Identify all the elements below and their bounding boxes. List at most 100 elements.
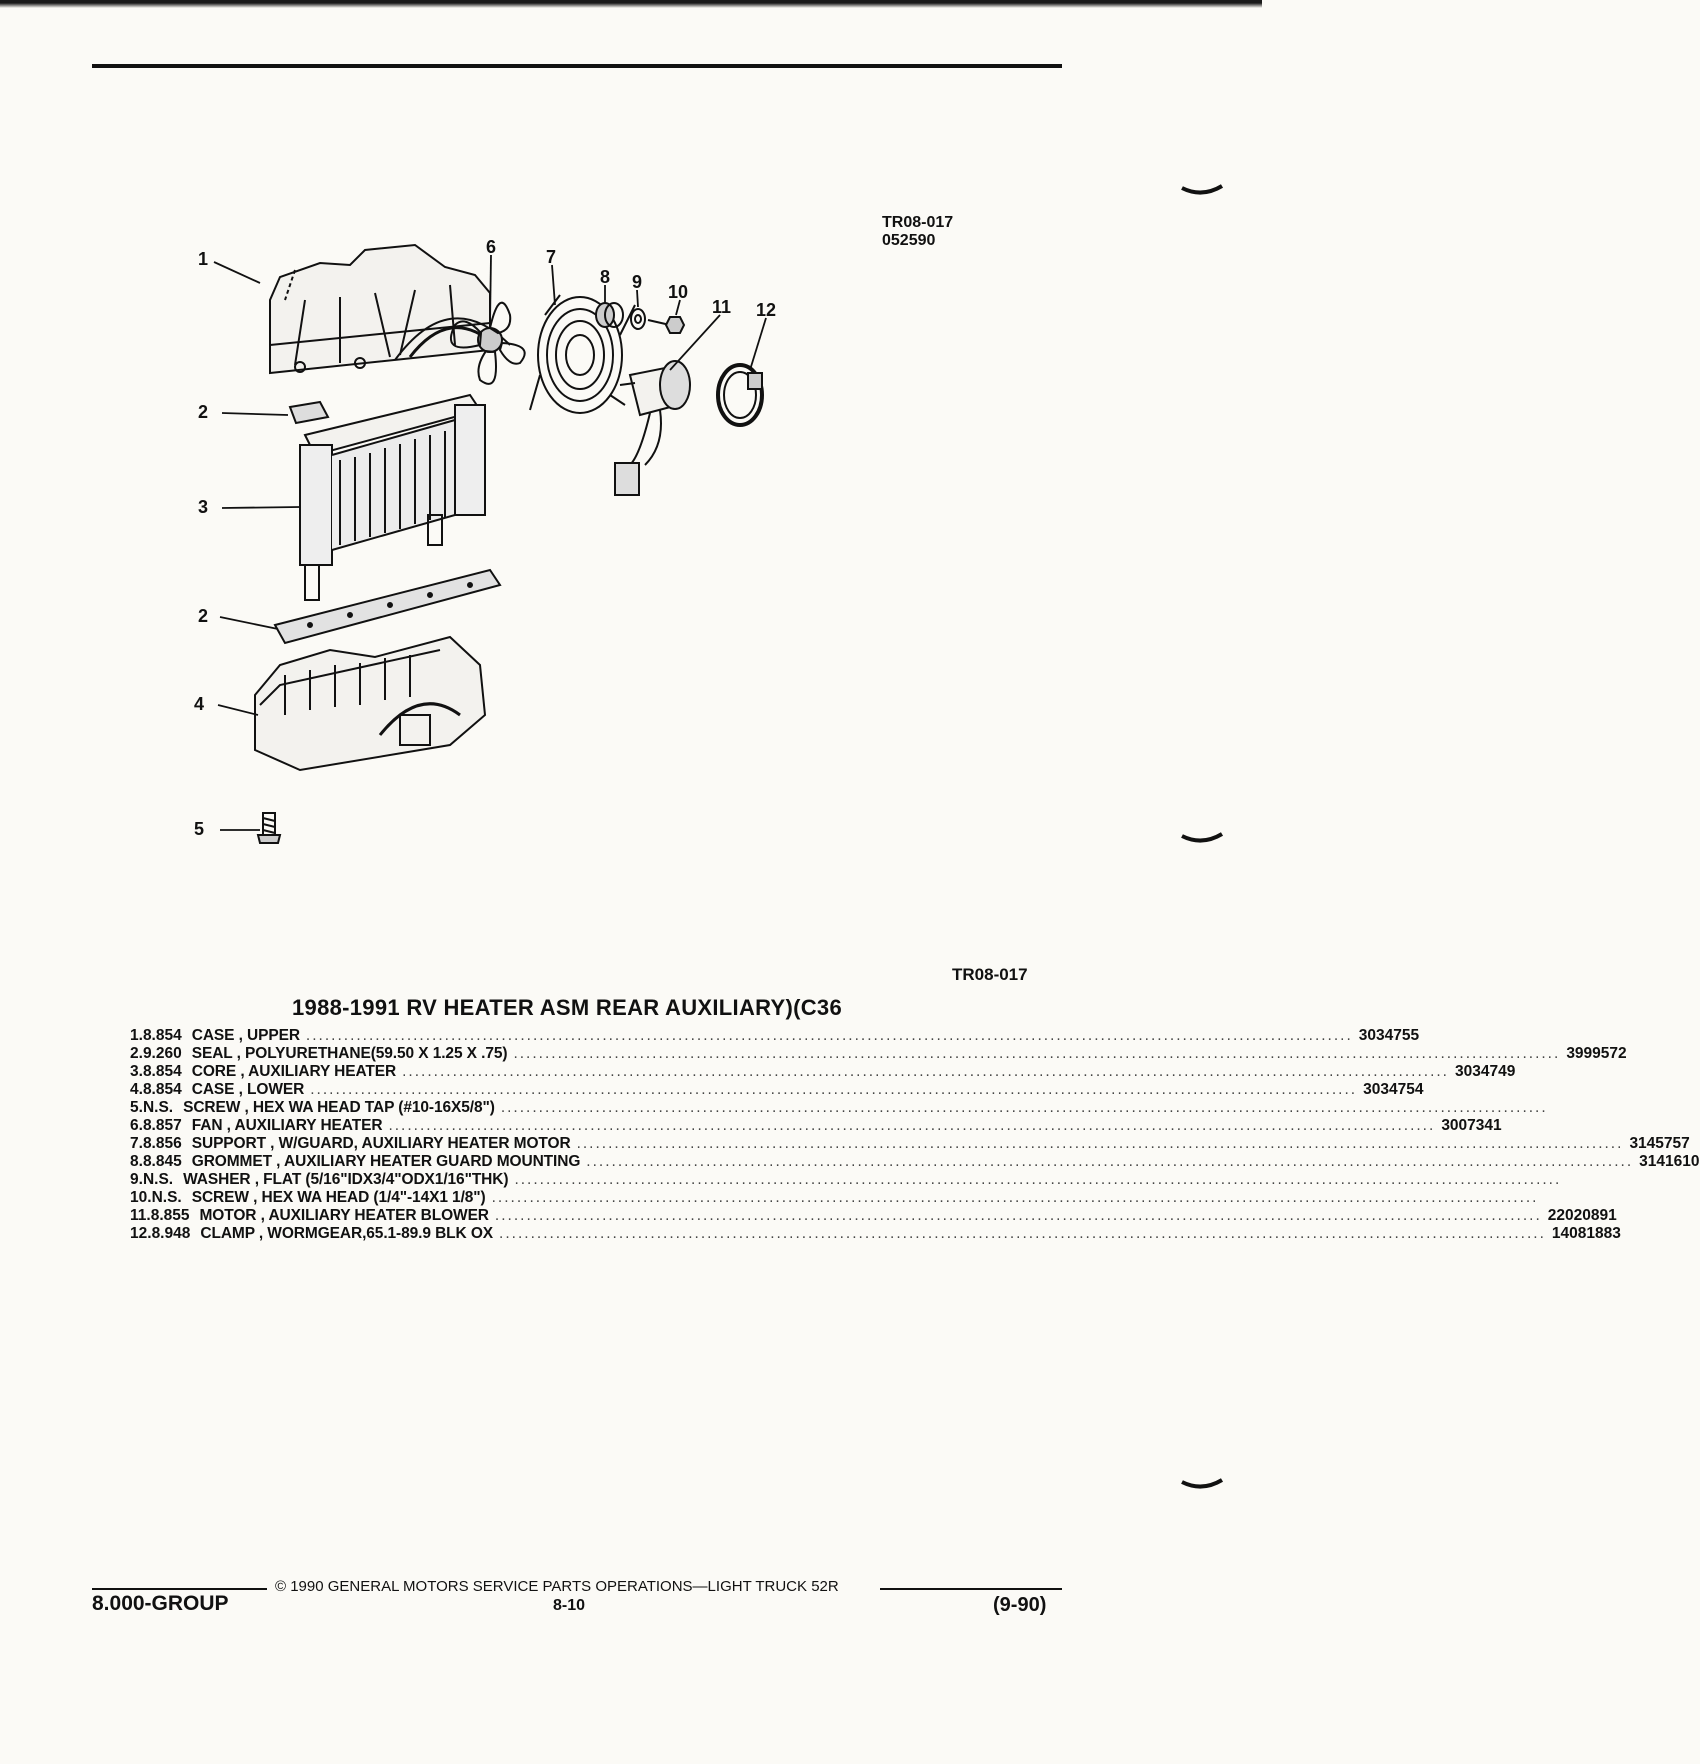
footer-date: (9-90) <box>993 1594 1047 1616</box>
item-number: 1. <box>130 1027 143 1044</box>
part-description: FAN , AUXILIARY HEATER <box>191 1117 383 1134</box>
part-description: CASE , UPPER <box>191 1027 300 1044</box>
callout-1: 1 <box>198 249 208 269</box>
parts-row: 12. 8.948 CLAMP , WORMGEAR,65.1-89.9 BLK… <box>130 1225 1621 1243</box>
callout-2b: 2 <box>198 606 208 626</box>
callout-4: 4 <box>194 694 204 714</box>
item-number: 2. <box>130 1045 143 1062</box>
footer-rule-right <box>880 1588 1062 1590</box>
part-fan <box>449 301 526 385</box>
parts-row: 3. 8.854 CORE , AUXILIARY HEATER 3034749 <box>130 1063 1515 1081</box>
group-code: 8.854 <box>142 1027 182 1044</box>
part-number: 14081883 <box>1551 1225 1621 1242</box>
parts-row: 2. 9.260 SEAL , POLYURETHANE(59.50 X 1.2… <box>130 1045 1627 1063</box>
part-description: WASHER , FLAT (5/16"IDX3/4"ODX1/16"THK) <box>183 1171 509 1188</box>
figure-date: 052590 <box>882 232 936 249</box>
part-upper-case <box>269 243 511 375</box>
part-description: SCREW , HEX WA HEAD TAP (#10-16X5/8") <box>183 1099 495 1116</box>
part-clamp <box>716 363 764 427</box>
binding-tick-top <box>1181 184 1224 195</box>
part-description: CLAMP , WORMGEAR,65.1-89.9 BLK OX <box>200 1225 494 1242</box>
part-number: 22020891 <box>1547 1207 1617 1224</box>
part-number: 3034749 <box>1455 1063 1516 1080</box>
footer-rule-left <box>92 1588 267 1590</box>
figure-code-block: TR08-017 052590 <box>882 214 953 250</box>
group-code: 8.855 <box>150 1207 190 1224</box>
parts-row: 8. 8.845 GROMMET , AUXILIARY HEATER GUAR… <box>130 1153 1700 1171</box>
part-seal-long <box>273 568 502 645</box>
scan-top-edge <box>0 0 1262 8</box>
callout-numbers: 1 2 3 2 4 5 6 7 8 9 10 11 12 <box>194 237 776 839</box>
parts-row: 7. 8.856 SUPPORT , W/GUARD, AUXILIARY HE… <box>130 1135 1690 1153</box>
item-number: 7. <box>130 1135 143 1152</box>
item-number: 9. <box>130 1171 143 1188</box>
part-description: SEAL , POLYURETHANE(59.50 X 1.25 X .75) <box>191 1045 508 1062</box>
binding-tick-bottom <box>1181 1478 1224 1489</box>
part-description: GROMMET , AUXILIARY HEATER GUARD MOUNTIN… <box>191 1153 581 1170</box>
part-heater-core <box>299 393 486 601</box>
group-code: 9.260 <box>142 1045 182 1062</box>
part-blower-motor <box>614 360 691 496</box>
callout-10: 10 <box>668 282 688 302</box>
parts-row: 11. 8.855 MOTOR , AUXILIARY HEATER BLOWE… <box>130 1207 1617 1225</box>
part-description: SCREW , HEX WA HEAD (1/4"-14X1 1/8") <box>191 1189 486 1206</box>
item-number: 11. <box>130 1207 151 1224</box>
footer-copyright: © 1990 GENERAL MOTORS SERVICE PARTS OPER… <box>275 1578 839 1595</box>
group-code: 8.854 <box>142 1063 182 1080</box>
part-grommet <box>595 302 624 328</box>
part-number: 3034755 <box>1358 1027 1420 1044</box>
group-code: N.S. <box>142 1171 174 1188</box>
parts-list-title: 1988-1991 RV HEATER ASM REAR AUXILIARY)(… <box>292 995 842 1020</box>
group-code: 8.845 <box>142 1153 182 1170</box>
group-code: 8.854 <box>142 1081 182 1098</box>
parts-row: 5. N.S. SCREW , HEX WA HEAD TAP (#10-16X… <box>130 1099 1064 1117</box>
group-code: 8.857 <box>142 1117 182 1134</box>
part-description: CORE , AUXILIARY HEATER <box>191 1063 397 1080</box>
top-rule <box>92 64 1062 68</box>
part-number: 3007341 <box>1441 1117 1502 1134</box>
item-number: 10. <box>130 1189 152 1206</box>
part-description: SUPPORT , W/GUARD, AUXILIARY HEATER MOTO… <box>191 1135 571 1152</box>
figure-code-bottom: TR08-017 <box>952 965 1028 984</box>
callout-5: 5 <box>194 819 204 839</box>
part-screw <box>256 812 282 844</box>
group-code: N.S. <box>142 1099 174 1116</box>
part-description: CASE , LOWER <box>191 1081 305 1098</box>
parts-row: 10. N.S. SCREW , HEX WA HEAD (1/4"-14X1 … <box>130 1189 1064 1207</box>
callout-6: 6 <box>486 237 496 257</box>
item-number: 8. <box>130 1153 143 1170</box>
part-number: 3141610 <box>1639 1153 1700 1170</box>
item-number: 6. <box>130 1117 143 1134</box>
callout-12: 12 <box>756 300 776 320</box>
callout-8: 8 <box>600 267 610 287</box>
callout-9: 9 <box>632 272 642 292</box>
group-code: 8.948 <box>151 1225 191 1242</box>
callout-2a: 2 <box>198 402 208 422</box>
parts-row: 4. 8.854 CASE , LOWER 3034754 <box>130 1081 1423 1099</box>
part-hex-screw <box>647 316 686 334</box>
item-number: 4. <box>130 1081 143 1098</box>
part-number: 3999572 <box>1566 1045 1627 1062</box>
part-washer <box>630 308 646 330</box>
callout-7: 7 <box>546 247 556 267</box>
exploded-parts-diagram: 1 2 3 2 4 5 6 7 8 9 10 11 12 <box>194 237 776 844</box>
figure-code: TR08-017 <box>882 214 954 231</box>
group-code: 8.856 <box>142 1135 182 1152</box>
part-number: 3145757 <box>1629 1135 1690 1152</box>
parts-list: 1. 8.854 CASE , UPPER 3034755 2. 9.260 S… <box>130 1027 1700 1243</box>
item-number: 5. <box>130 1099 143 1116</box>
callout-3: 3 <box>198 497 208 517</box>
footer-page-number: 8-10 <box>553 1597 586 1614</box>
group-code: N.S. <box>151 1189 182 1206</box>
part-seal-small <box>288 400 330 425</box>
callout-11: 11 <box>712 297 731 317</box>
binding-tick-middle <box>1181 832 1224 843</box>
part-description: MOTOR , AUXILIARY HEATER BLOWER <box>199 1207 490 1224</box>
parts-row: 9. N.S. WASHER , FLAT (5/16"IDX3/4"ODX1/… <box>130 1171 1064 1189</box>
item-number: 3. <box>130 1063 143 1080</box>
part-motor-support <box>529 294 636 414</box>
parts-row: 6. 8.857 FAN , AUXILIARY HEATER 3007341 <box>130 1117 1502 1135</box>
callout-leaders <box>213 254 767 831</box>
item-number: 12. <box>130 1225 152 1242</box>
parts-row: 1. 8.854 CASE , UPPER 3034755 <box>130 1027 1419 1045</box>
